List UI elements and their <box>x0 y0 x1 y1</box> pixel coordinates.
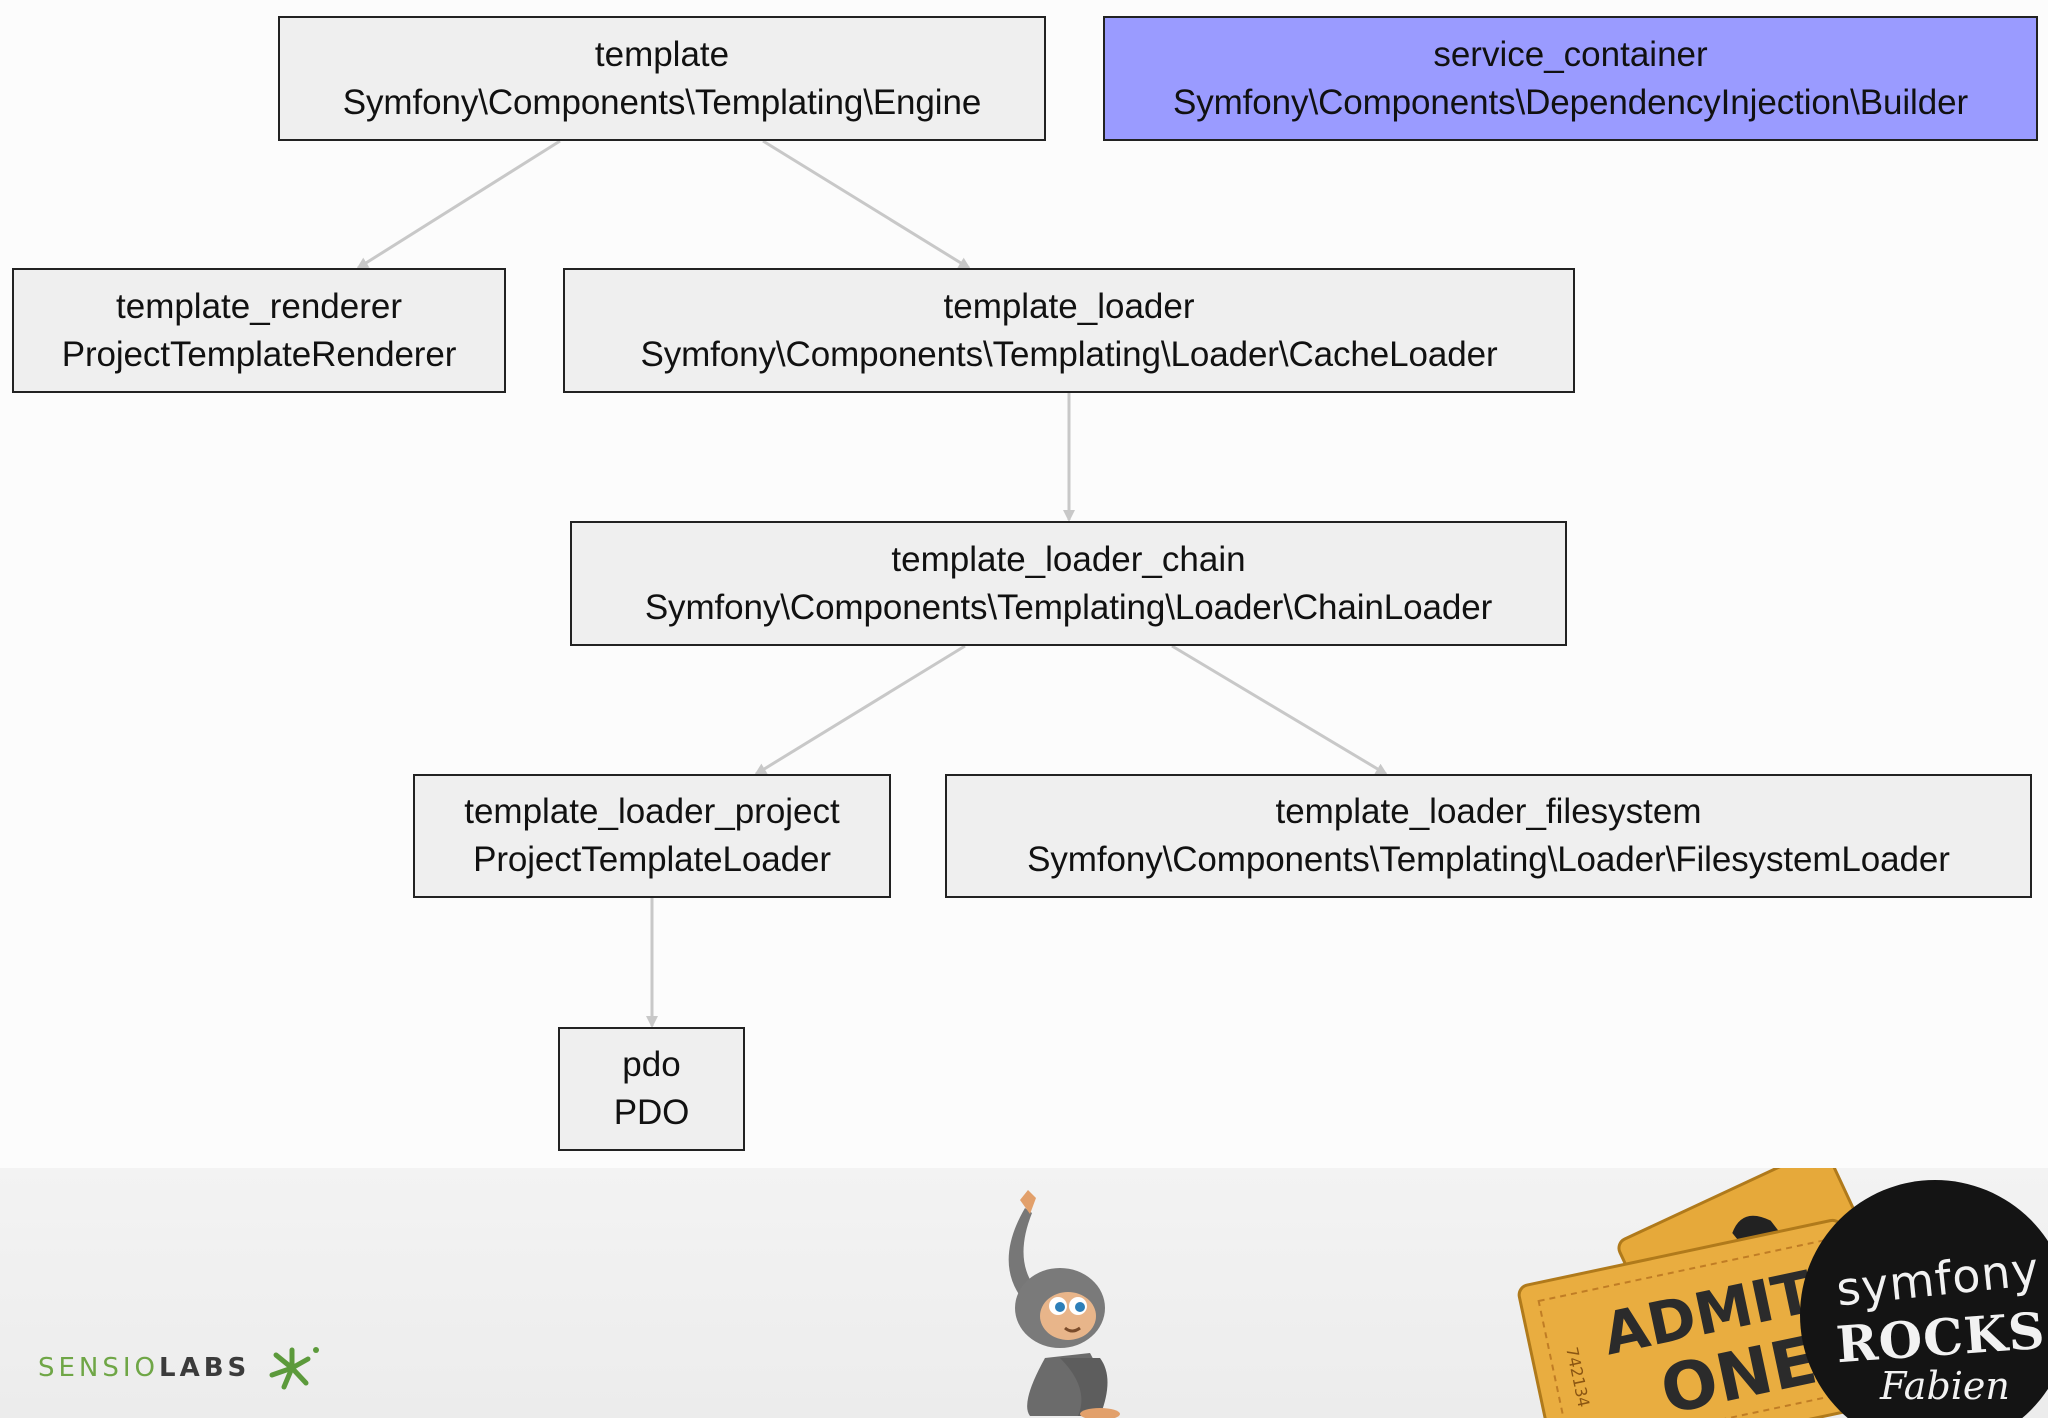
brand-name: SENSIOLABS <box>38 1353 250 1383</box>
edge-chain-to-project-loader <box>754 644 966 776</box>
node-template-loader-project-id: template_loader_project <box>464 792 840 831</box>
node-template-loader: template_loader Symfony\Components\Templ… <box>563 268 1575 393</box>
badge-signature: Fabien <box>1880 1364 2010 1408</box>
sensiolabs-logo: SENSIOLABS <box>38 1347 320 1390</box>
node-template-renderer-id: template_renderer <box>116 286 402 326</box>
node-service-container-class: Symfony\Components\DependencyInjection\B… <box>1172 82 1969 122</box>
node-template-loader-filesystem: template_loader_filesystem Symfony\Compo… <box>945 774 2032 898</box>
node-template-loader-chain-id: template_loader_chain <box>891 539 1246 579</box>
node-pdo: pdo PDO <box>558 1027 745 1151</box>
node-template-loader-project-class: ProjectTemplateLoader <box>473 840 831 879</box>
node-service-container-id: service_container <box>1433 34 1708 74</box>
node-template-loader-chain: template_loader_chain Symfony\Components… <box>570 521 1567 646</box>
sensiolabs-star-icon <box>269 1347 320 1390</box>
graph-edges <box>356 139 1388 1028</box>
node-template-loader-filesystem-id: template_loader_filesystem <box>1275 792 1702 831</box>
edge-chain-to-filesystem-loader <box>1171 644 1388 776</box>
admit-one-tickets-icon: 742134 ADMIT ONE <box>1517 1168 1886 1418</box>
node-template: template Symfony\Components\Templating\E… <box>278 16 1046 141</box>
node-template-renderer: template_renderer ProjectTemplateRendere… <box>12 268 506 393</box>
symfony-rocks-badge: symfony ROCKS Fabien <box>1800 1180 2048 1418</box>
brand-part2: LABS <box>159 1353 251 1383</box>
edge-template-to-template-renderer <box>356 139 561 270</box>
edge-template-to-template-loader <box>762 139 971 270</box>
node-service-container: service_container Symfony\Components\Dep… <box>1103 16 2038 141</box>
node-pdo-class: PDO <box>613 1093 690 1132</box>
node-template-loader-project: template_loader_project ProjectTemplateL… <box>413 774 891 898</box>
node-template-loader-class: Symfony\Components\Templating\Loader\Cac… <box>640 334 1498 374</box>
node-pdo-id: pdo <box>622 1045 681 1084</box>
node-template-loader-filesystem-class: Symfony\Components\Templating\Loader\Fil… <box>1027 840 1950 879</box>
dependency-graph: template Symfony\Components\Templating\E… <box>12 16 2038 1151</box>
node-template-loader-chain-class: Symfony\Components\Templating\Loader\Cha… <box>644 587 1493 627</box>
node-template-loader-id: template_loader <box>943 286 1195 326</box>
slide-footer: SENSIOLABS <box>0 1168 2048 1418</box>
node-template-class: Symfony\Components\Templating\Engine <box>342 82 982 122</box>
node-template-renderer-class: ProjectTemplateRenderer <box>61 334 457 374</box>
node-template-id: template <box>594 34 730 74</box>
monkey-mascot-icon <box>1008 1190 1120 1418</box>
brand-part1: SENSIO <box>38 1353 160 1383</box>
